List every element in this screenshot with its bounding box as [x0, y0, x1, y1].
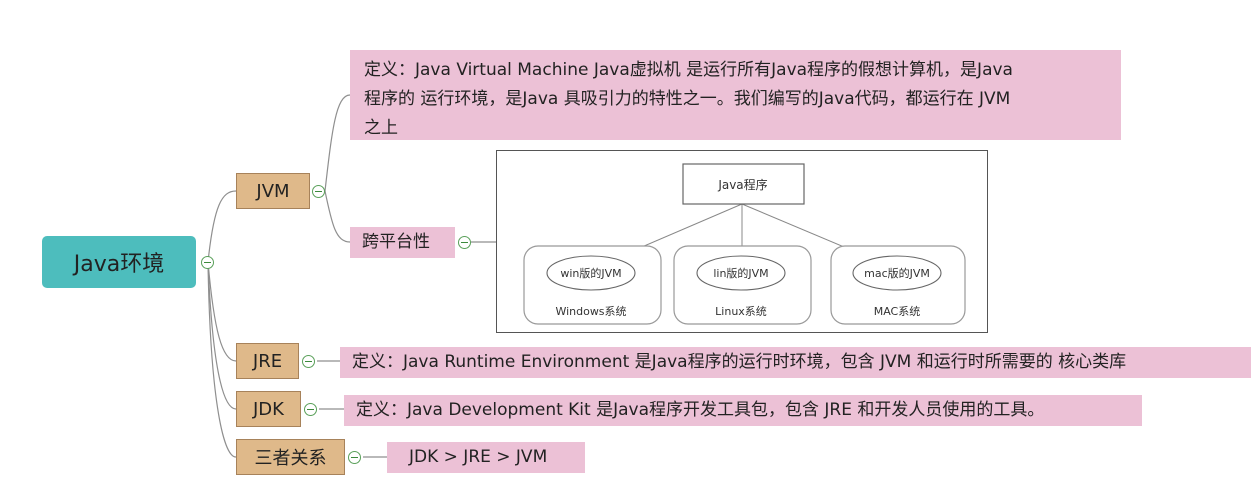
platform-os-label: MAC系统	[874, 305, 921, 318]
collapse-toggle-root[interactable]	[201, 256, 214, 269]
platform-os-label: Windows系统	[555, 305, 626, 318]
platform-mac: mac版的JVM MAC系统	[830, 245, 966, 325]
topic-relation[interactable]: 三者关系	[236, 439, 345, 475]
platform-jvm-label: lin版的JVM	[713, 266, 768, 280]
collapse-toggle-relation[interactable]	[348, 451, 361, 464]
connector-root-relation	[207, 261, 237, 458]
java-program-box	[682, 163, 805, 205]
collapse-toggle-crossplatform[interactable]	[458, 236, 471, 249]
collapse-toggle-jvm[interactable]	[312, 185, 325, 198]
topic-jre[interactable]: JRE	[236, 343, 299, 379]
jvm-definition-text: 定义：Java Virtual Machine Java虚拟机 是运行所有Jav…	[364, 56, 1013, 143]
connector-root-jvm	[207, 190, 237, 263]
root-topic-label: Java环境	[73, 252, 165, 277]
cross-platform-diagram-image: Java程序 win版的JVM Windows系统 lin版的JVM Linux…	[496, 150, 988, 333]
topic-jdk-label: JDK	[253, 398, 284, 420]
jvm-crossplatform-label: 跨平台性	[362, 232, 430, 252]
jvm-definition-line: 之上	[364, 118, 398, 138]
platform-jvm-label: mac版的JVM	[864, 266, 930, 280]
jvm-definition-line: 定义：Java Virtual Machine Java虚拟机 是运行所有Jav…	[364, 60, 1013, 80]
platform-windows: win版的JVM Windows系统	[523, 245, 662, 325]
jre-definition-node[interactable]: 定义：Java Runtime Environment 是Java程序的运行时环…	[340, 347, 1251, 378]
topic-jvm-label: JVM	[256, 180, 290, 202]
jvm-definition-node[interactable]: 定义：Java Virtual Machine Java虚拟机 是运行所有Jav…	[350, 50, 1121, 140]
jdk-definition-text: 定义：Java Development Kit 是Java程序开发工具包，包含 …	[356, 400, 1045, 420]
relation-text: JDK > JRE > JVM	[409, 447, 548, 467]
connector-root-jre	[207, 261, 237, 362]
cross-platform-diagram: Java程序 win版的JVM Windows系统 lin版的JVM Linux…	[523, 163, 966, 325]
connector-jvm-crossplatform	[324, 190, 351, 243]
root-topic[interactable]: Java环境	[42, 236, 196, 288]
topic-jdk[interactable]: JDK	[236, 391, 301, 427]
jre-definition-text: 定义：Java Runtime Environment 是Java程序的运行时环…	[352, 352, 1127, 372]
jvm-definition-line: 程序的 运行环境，是Java 具吸引力的特性之一。我们编写的Java代码，都运行…	[364, 89, 1011, 109]
platform-linux: lin版的JVM Linux系统	[673, 245, 812, 325]
topic-relation-label: 三者关系	[254, 448, 327, 469]
connector-root-jdk	[207, 261, 237, 410]
topic-jre-label: JRE	[252, 350, 283, 372]
platform-jvm-label: win版的JVM	[560, 266, 621, 280]
collapse-toggle-jdk[interactable]	[304, 403, 317, 416]
java-program-label: Java程序	[717, 177, 767, 192]
connector-jvm-definition	[324, 94, 351, 192]
collapse-toggle-jre[interactable]	[302, 355, 315, 368]
jvm-crossplatform-node[interactable]: 跨平台性	[350, 227, 455, 258]
topic-jvm[interactable]: JVM	[236, 173, 310, 209]
relation-text-node[interactable]: JDK > JRE > JVM	[387, 442, 585, 473]
jdk-definition-node[interactable]: 定义：Java Development Kit 是Java程序开发工具包，包含 …	[344, 395, 1142, 426]
platform-os-label: Linux系统	[715, 305, 767, 318]
